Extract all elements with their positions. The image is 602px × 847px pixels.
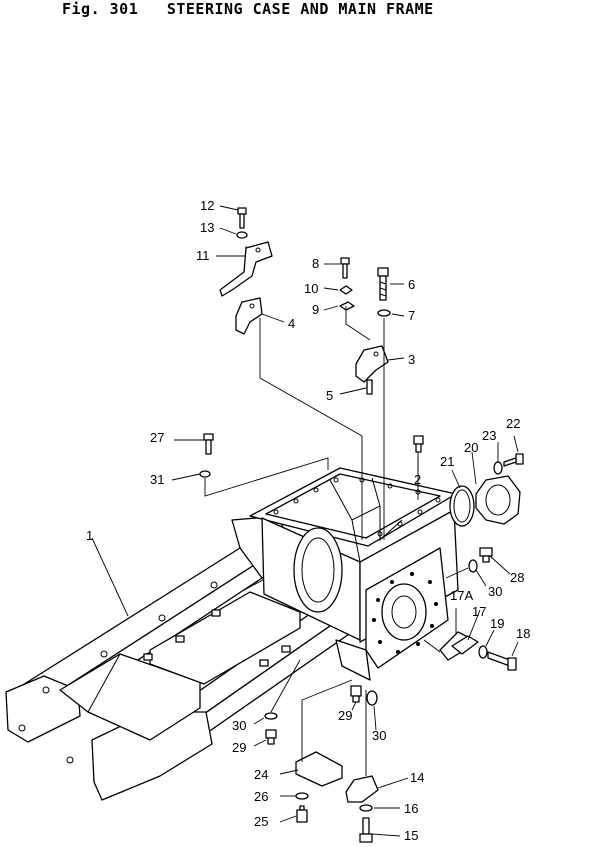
- callout-14: 14: [410, 770, 424, 785]
- frame-bolt-holes: [18, 581, 291, 764]
- part-26-washer: [295, 792, 309, 800]
- figure-caption: STEERING CASE AND MAIN FRAME: [166, 0, 434, 18]
- part-3-bracket: [355, 345, 389, 383]
- part-24-plate: [295, 751, 343, 787]
- steering-case: [249, 467, 459, 681]
- part-4-bracket: [235, 297, 263, 335]
- callout-23: 23: [482, 428, 496, 443]
- callout-20: 20: [464, 440, 478, 455]
- callout-4: 4: [288, 316, 295, 331]
- part-13-washer: [236, 231, 248, 239]
- callout-17a: 17A: [450, 588, 473, 603]
- part-23-washer: [493, 461, 503, 475]
- part-27-bolt: [203, 433, 214, 455]
- part-29-plug-mid: [350, 685, 362, 703]
- part-17-lock: [451, 635, 479, 655]
- callout-28: 28: [510, 570, 524, 585]
- callout-9: 9: [312, 302, 319, 317]
- part-11-bracket: [219, 241, 273, 297]
- part-30-oring-mid: [366, 690, 378, 706]
- callout-30-mid: 30: [372, 728, 386, 743]
- callout-7: 7: [408, 308, 415, 323]
- part-15-bolt: [359, 817, 373, 843]
- part-5-pin: [366, 379, 373, 395]
- callout-3: 3: [408, 352, 415, 367]
- part-6-bolt: [377, 267, 389, 301]
- callout-31: 31: [150, 472, 164, 487]
- part-9-lockplate: [339, 301, 355, 311]
- callout-6: 6: [408, 277, 415, 292]
- callout-labels: 1 2 3 4 5 6 7 8 9 10 11 12 13 14 15 16 1…: [86, 198, 530, 843]
- callout-11: 11: [196, 248, 210, 263]
- part-30-oring-upper: [468, 559, 478, 573]
- callout-30-upper: 30: [488, 584, 502, 599]
- part-12-bolt: [237, 207, 247, 229]
- part-7-washer: [377, 309, 391, 317]
- part-16-washer: [359, 804, 373, 812]
- callout-29-lower: 29: [232, 740, 246, 755]
- callout-leaders: [91, 205, 519, 837]
- callout-12: 12: [200, 198, 214, 213]
- callout-13: 13: [200, 220, 214, 235]
- part-10-washer: [339, 285, 353, 295]
- callout-21: 21: [440, 454, 454, 469]
- callout-2: 2: [414, 472, 421, 487]
- part-22-bolt: [503, 453, 524, 467]
- callout-1: 1: [86, 528, 93, 543]
- callout-22: 22: [506, 416, 520, 431]
- part-20-cover: [475, 475, 521, 525]
- part-31-washer: [199, 470, 211, 478]
- part-18-bolt: [487, 651, 517, 671]
- part-25-bolt: [296, 805, 308, 823]
- callout-30-lower: 30: [232, 718, 246, 733]
- figure-number: Fig. 301: [62, 0, 139, 18]
- part-19-washer: [478, 645, 488, 659]
- callout-8: 8: [312, 256, 319, 271]
- callout-25: 25: [254, 814, 268, 829]
- callout-19: 19: [490, 616, 504, 631]
- callout-16: 16: [404, 801, 418, 816]
- callout-26: 26: [254, 789, 268, 804]
- part-2-plug: [413, 435, 424, 453]
- callout-15: 15: [404, 828, 418, 843]
- part-29-plug-lower: [265, 729, 277, 745]
- part-14-bracket: [345, 775, 379, 803]
- callout-29-mid: 29: [338, 708, 352, 723]
- callout-24: 24: [254, 767, 268, 782]
- figure-title: Fig. 301 STEERING CASE AND MAIN FRAME: [62, 0, 434, 18]
- callout-10: 10: [304, 281, 318, 296]
- callout-17: 17: [472, 604, 486, 619]
- part-8-bolt: [340, 257, 350, 279]
- callout-18: 18: [516, 626, 530, 641]
- callout-27: 27: [150, 430, 164, 445]
- part-30-oring-lower: [264, 712, 278, 720]
- case-side-holes: [372, 572, 438, 654]
- part-28-plug: [479, 547, 493, 563]
- callout-5: 5: [326, 388, 333, 403]
